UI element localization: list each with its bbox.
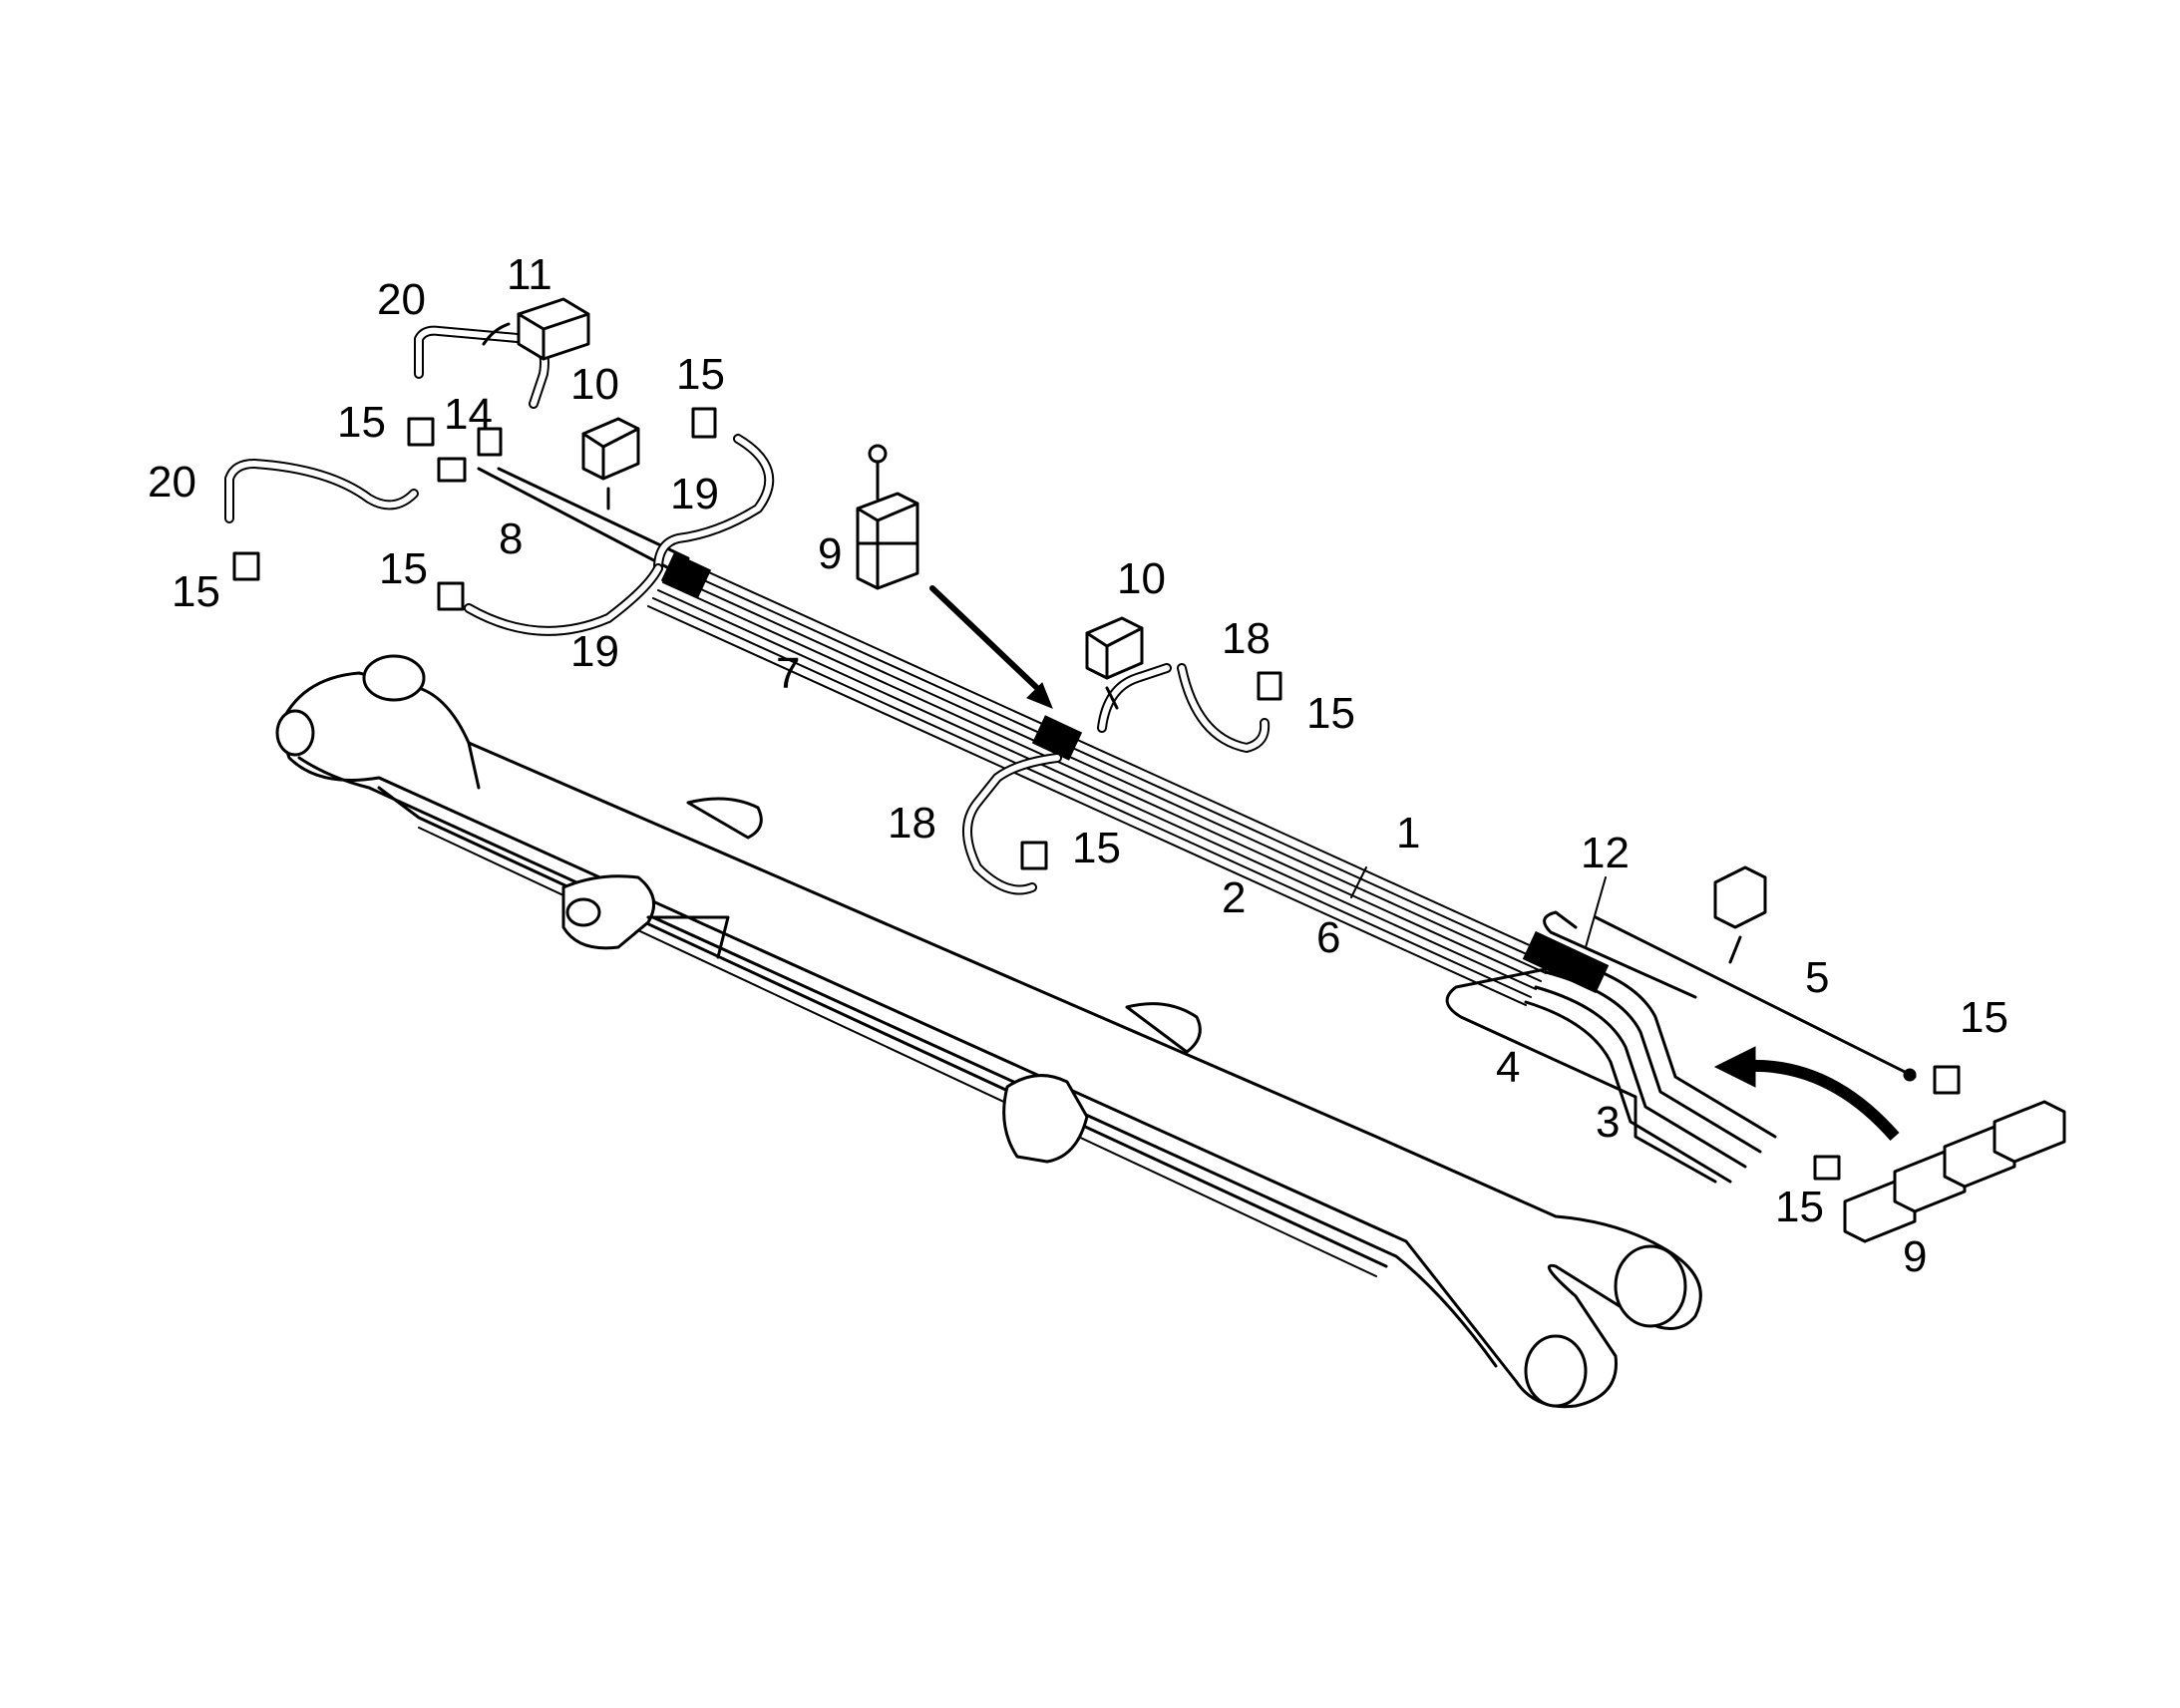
arrow-head bbox=[1713, 1046, 1756, 1088]
callout-15-e: 15 bbox=[1306, 689, 1355, 738]
callout-15-h: 15 bbox=[1775, 1183, 1824, 1231]
elbow-fitting bbox=[691, 407, 717, 439]
elbow-fitting bbox=[1813, 1155, 1841, 1181]
callout-20-upper: 20 bbox=[377, 275, 426, 324]
callout-20-lower: 20 bbox=[148, 458, 196, 507]
callout-4: 4 bbox=[1496, 1043, 1520, 1092]
clamp-block-mid bbox=[1031, 715, 1083, 761]
callout-1: 1 bbox=[1396, 809, 1420, 857]
arrow-head bbox=[1026, 682, 1053, 709]
callout-8: 8 bbox=[499, 514, 523, 563]
callout-12: 12 bbox=[1581, 829, 1630, 877]
callout-10-left: 10 bbox=[570, 360, 619, 409]
mount-hole bbox=[565, 897, 601, 927]
callout-18-lower: 18 bbox=[888, 799, 936, 848]
clamp-blocks-9 bbox=[1843, 1100, 2066, 1243]
elbow-fitting bbox=[407, 417, 435, 447]
cylinder-lug bbox=[1002, 1074, 1089, 1164]
cylinder-mount bbox=[561, 874, 656, 950]
callout-15-g: 15 bbox=[1960, 993, 2008, 1042]
elbow-fitting bbox=[1257, 671, 1282, 701]
callout-5: 5 bbox=[1805, 953, 1829, 1002]
callout-9-upper: 9 bbox=[818, 529, 842, 578]
clamp-block-right bbox=[1522, 930, 1610, 994]
bolt bbox=[868, 444, 888, 464]
elbow-fitting bbox=[232, 551, 260, 581]
elbow-fitting bbox=[1020, 841, 1048, 870]
right-pin-eye bbox=[1524, 1334, 1588, 1408]
callout-11: 11 bbox=[507, 250, 552, 299]
callout-6: 6 bbox=[1316, 913, 1340, 962]
callout-7: 7 bbox=[776, 649, 800, 698]
boom-arm bbox=[275, 654, 1702, 1409]
tube-bundle bbox=[647, 552, 1917, 1184]
clamp-10 bbox=[1085, 616, 1144, 680]
fork-eye bbox=[1614, 1244, 1687, 1328]
callout-18-upper: 18 bbox=[1222, 614, 1271, 663]
left-pin-boss bbox=[275, 709, 315, 757]
callout-labels: 1 2 3 4 5 6 7 8 9 9 10 10 11 12 14 15 15… bbox=[148, 250, 2008, 1281]
tube-5-nut bbox=[1903, 1068, 1917, 1082]
left-hoses bbox=[224, 297, 1053, 709]
callout-15-d: 15 bbox=[379, 544, 428, 593]
callout-15-a: 15 bbox=[337, 398, 386, 447]
bracket-mid bbox=[1125, 1002, 1202, 1054]
middle-hoses bbox=[962, 616, 1961, 1181]
clamp-11 bbox=[517, 297, 590, 361]
top-pin-boss bbox=[362, 654, 426, 702]
callout-10-mid: 10 bbox=[1117, 554, 1166, 603]
callout-14: 14 bbox=[444, 390, 493, 439]
elbow-fitting bbox=[1933, 1065, 1961, 1095]
callout-2: 2 bbox=[1222, 873, 1246, 922]
callout-9-lower: 9 bbox=[1903, 1232, 1927, 1281]
clamp-10 bbox=[581, 417, 640, 481]
elbow-fitting bbox=[437, 581, 465, 611]
callout-15-f: 15 bbox=[1072, 824, 1121, 872]
elbow-fitting bbox=[477, 427, 503, 457]
leader-lines bbox=[1350, 866, 1607, 948]
callout-19-lower: 19 bbox=[570, 627, 619, 676]
callout-3: 3 bbox=[1596, 1098, 1620, 1147]
callout-15-c: 15 bbox=[172, 567, 220, 616]
callout-19-upper: 19 bbox=[670, 470, 719, 518]
elbow-fitting bbox=[437, 457, 467, 483]
callout-15-b: 15 bbox=[676, 350, 725, 399]
clamp-right bbox=[1713, 865, 1767, 929]
bracket-top bbox=[686, 797, 763, 840]
